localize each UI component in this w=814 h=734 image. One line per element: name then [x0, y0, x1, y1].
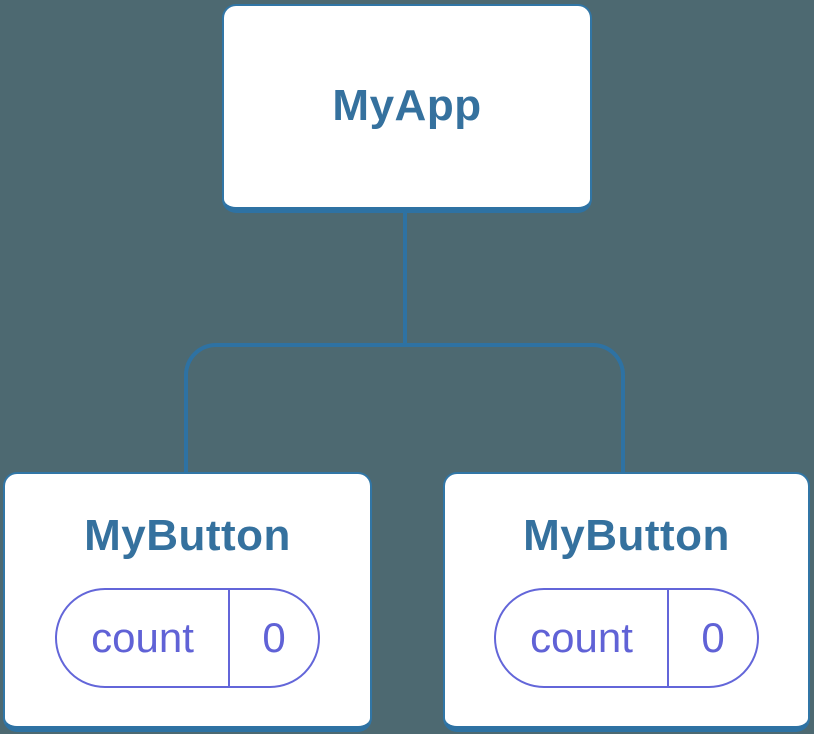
tree-edge-vertical [403, 210, 407, 344]
root-node-title: MyApp [332, 81, 482, 131]
child-node-mybutton-left: MyButton count 0 [3, 472, 372, 732]
root-node-myapp: MyApp [222, 4, 592, 213]
tree-edge-bracket [184, 343, 625, 472]
state-key-label: count [530, 614, 633, 662]
state-value-segment: 0 [230, 590, 318, 686]
state-pill: count 0 [494, 588, 759, 689]
child-node-mybutton-right: MyButton count 0 [443, 472, 810, 732]
child-node-title: MyButton [84, 511, 291, 560]
state-value-segment: 0 [669, 590, 757, 686]
state-key-segment: count [57, 590, 230, 687]
state-pill: count 0 [55, 588, 320, 689]
state-key-label: count [91, 614, 194, 662]
state-key-segment: count [496, 590, 669, 687]
state-value-label: 0 [701, 614, 725, 662]
child-node-title: MyButton [523, 511, 730, 560]
state-value-label: 0 [262, 614, 286, 662]
